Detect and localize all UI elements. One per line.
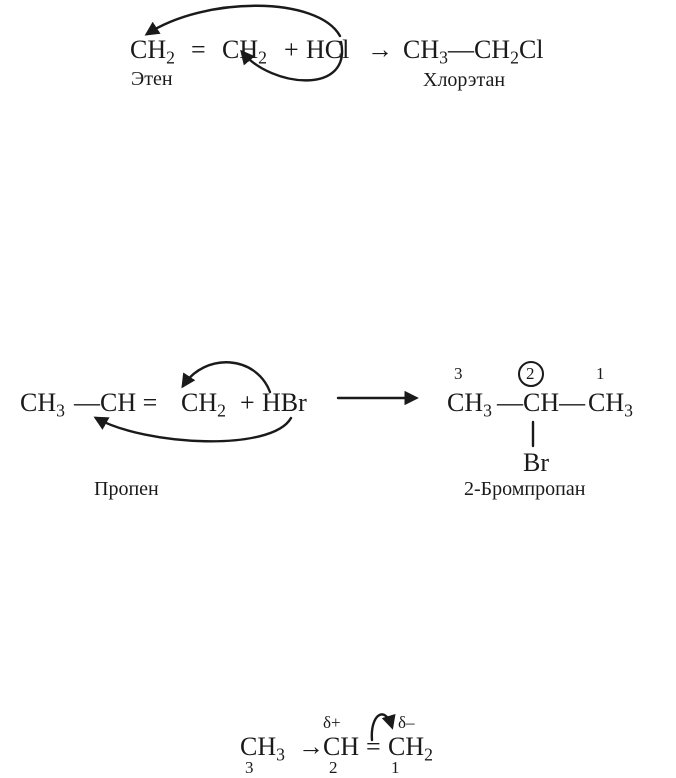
r2-product-ch3-left: CH3	[447, 388, 492, 421]
r2-ch2: CH2	[181, 388, 226, 421]
r2-carbon-number-2: 2	[526, 364, 535, 383]
r2-label-propene: Пропен	[94, 478, 159, 500]
r2-arrow-pi-shift-icon	[93, 416, 293, 443]
r2-product-ch: —CH—	[497, 388, 586, 417]
r2-product-ch3-right: CH3	[588, 388, 633, 421]
r1-label-ethene: Этен	[131, 68, 173, 90]
r3-delta-plus: δ+	[323, 713, 341, 732]
r1-product: CH3—CH2Cl	[403, 35, 544, 68]
r1-arrow-pi-to-h-icon	[144, 4, 342, 38]
r3-ch2: CH2	[388, 732, 433, 765]
r1-plus: +	[284, 35, 299, 64]
r2-label-bromopropane: 2-Бромпропан	[464, 478, 586, 500]
r3-inductive-arrow: →	[298, 732, 324, 761]
r3-electron-shift-icon	[370, 713, 396, 742]
r3-double-bond: =	[366, 732, 381, 761]
r2-ch3: CH3	[20, 388, 65, 421]
r3-number-3: 3	[245, 758, 254, 777]
r3-delta-minus: δ–	[398, 713, 415, 732]
r1-reactant-ch2: CH2	[130, 35, 175, 68]
r2-carbon-number-1: 1	[596, 364, 605, 383]
r1-double-bond: =	[191, 35, 206, 64]
r2-reagent-hbr: HBr	[262, 388, 307, 417]
r1-label-chloroethane: Хлорэтан	[423, 69, 506, 91]
r3-number-1: 1	[391, 758, 400, 777]
r1-reaction-arrow: →	[367, 35, 393, 64]
r3-ch3: CH3	[240, 732, 285, 765]
r2-carbon-number-3: 3	[454, 364, 463, 383]
r3-number-2: 2	[329, 758, 338, 777]
r2-ch-double-bond: —CH =	[74, 388, 158, 417]
r2-circle-icon	[518, 361, 544, 387]
r2-arrow-hbr-icon	[181, 361, 272, 394]
r1-arrow-hcl-bond-icon	[240, 40, 344, 82]
r2-bromine: Br	[523, 448, 549, 477]
r3-ch: CH	[323, 732, 360, 761]
r2-plus: +	[240, 388, 255, 417]
